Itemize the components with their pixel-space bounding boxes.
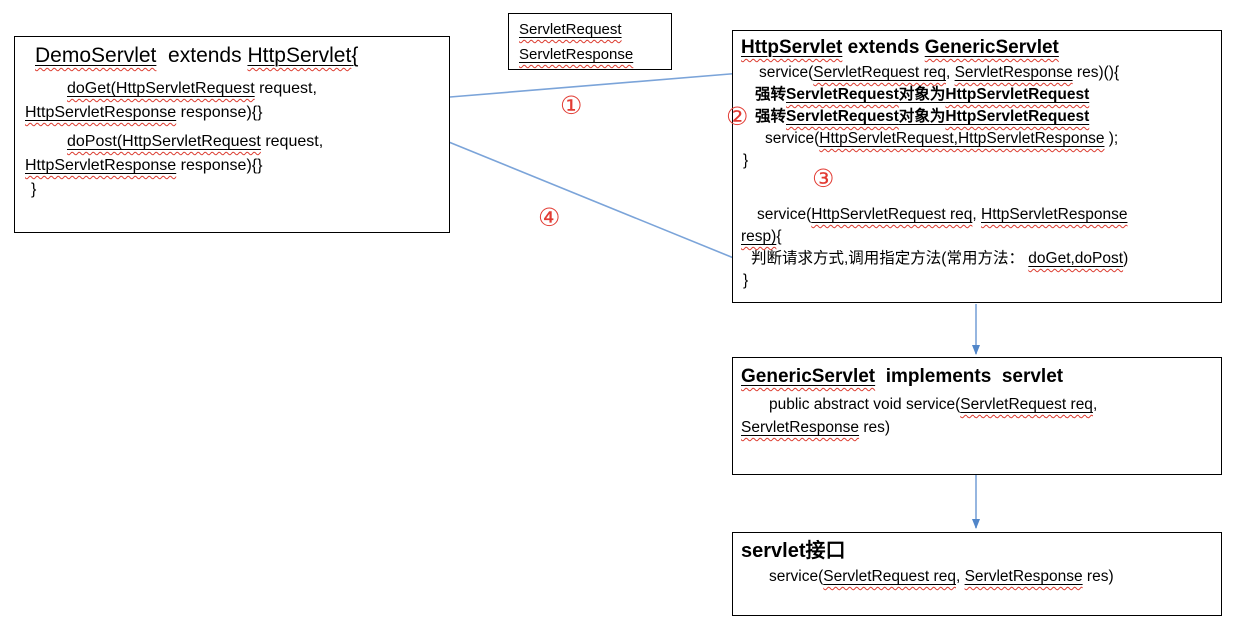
code-line: resp){ — [741, 228, 782, 245]
code-line: service(ServletRequest req, ServletRespo… — [769, 568, 1114, 585]
step-3-badge: ③ — [812, 164, 835, 193]
step-2-badge: ② — [726, 102, 749, 131]
code-line: } — [743, 152, 749, 169]
box-title-line: servlet接口 — [741, 540, 846, 562]
code-line: 判断请求方式,调用指定方法(常用方法： doGet,doPost) — [751, 250, 1129, 267]
code-line: doGet(HttpServletRequest request, — [67, 80, 317, 97]
box-title-line: GenericServlet implements servlet — [741, 366, 1064, 387]
servlet-interface-box: servlet接口 service(ServletRequest req, Ser… — [732, 532, 1222, 616]
code-line: ServletResponse — [519, 46, 634, 63]
code-line: public abstract void service(ServletRequ… — [769, 396, 1098, 413]
code-line: service(ServletRequest req, ServletRespo… — [759, 64, 1120, 81]
code-line: ServletResponse res) — [741, 419, 891, 436]
step-1-badge: ① — [560, 91, 583, 120]
genericservlet-class-box: GenericServlet implements servlet public … — [732, 357, 1222, 475]
code-line: service(HttpServletRequest req, HttpServ… — [757, 206, 1128, 223]
box-title-line: DemoServlet extends HttpServlet{ — [35, 44, 359, 67]
code-line: 强转ServletRequest对象为HttpServletRequest — [755, 86, 1090, 103]
code-line: } — [31, 181, 37, 198]
code-line: doPost(HttpServletRequest request, — [67, 133, 324, 150]
arrow-step1 — [449, 69, 743, 98]
demoservlet-class-box: DemoServlet extends HttpServlet{ doGet(Ht… — [14, 36, 450, 233]
code-line: 强转ServletRequest对象为HttpServletRequest — [755, 108, 1090, 125]
box-title-line: HttpServlet extends GenericServlet — [741, 37, 1059, 58]
code-line: service(HttpServletRequest,HttpServletRe… — [765, 130, 1119, 147]
code-line: } — [743, 272, 749, 289]
code-line: HttpServletResponse response){} — [25, 157, 263, 174]
httpservlet-class-box: HttpServlet extends GenericServlet servic… — [732, 30, 1222, 303]
step-4-badge: ④ — [538, 203, 561, 232]
code-line: ServletRequest — [519, 21, 622, 38]
code-line: HttpServletResponse response){} — [25, 104, 263, 121]
